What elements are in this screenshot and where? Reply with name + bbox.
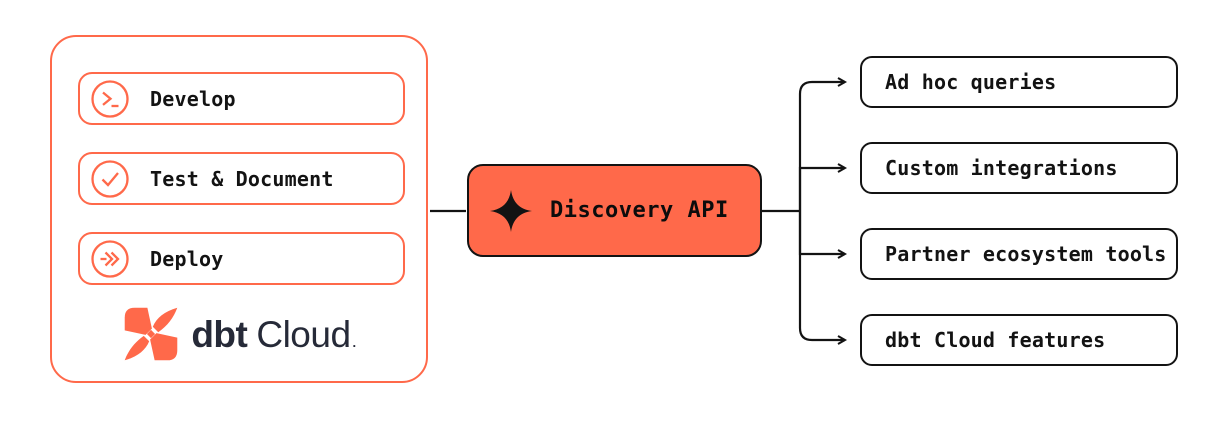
consumer-custom-integrations: Custom integrations bbox=[860, 142, 1178, 194]
dbt-cloud-group: Develop Test & Document Deploy bbox=[50, 35, 428, 383]
consumer-label: dbt Cloud features bbox=[885, 328, 1106, 352]
discovery-api-label: Discovery API bbox=[550, 198, 729, 223]
consumer-ad-hoc-queries: Ad hoc queries bbox=[860, 56, 1178, 108]
stage-test-document-label: Test & Document bbox=[150, 166, 334, 191]
dbt-cloud-wordmark: dbt Cloud . bbox=[191, 313, 357, 355]
consumer-label: Custom integrations bbox=[885, 156, 1118, 180]
terminal-icon bbox=[91, 79, 129, 118]
consumer-dbt-cloud-features: dbt Cloud features bbox=[860, 314, 1178, 366]
stage-deploy: Deploy bbox=[78, 232, 405, 285]
consumer-label: Partner ecosystem tools bbox=[885, 242, 1167, 266]
dbt-cloud-logo: dbt Cloud . bbox=[52, 303, 426, 365]
logo-brand-text: dbt bbox=[191, 313, 248, 355]
double-arrow-icon bbox=[91, 239, 129, 278]
discovery-api-node: Discovery API bbox=[467, 164, 762, 257]
connector-branch-2 bbox=[798, 163, 848, 211]
consumer-label: Ad hoc queries bbox=[885, 70, 1057, 94]
connector-branch-4 bbox=[798, 211, 848, 345]
logo-trademark-dot: . bbox=[352, 334, 357, 350]
connector-branch-1 bbox=[798, 77, 848, 211]
logo-product-text: Cloud bbox=[256, 313, 351, 355]
stage-develop-label: Develop bbox=[150, 86, 236, 111]
check-circle-icon bbox=[91, 159, 129, 198]
stage-deploy-label: Deploy bbox=[150, 246, 224, 271]
stage-test-document: Test & Document bbox=[78, 152, 405, 205]
dbt-logo-icon bbox=[122, 305, 180, 363]
consumer-partner-ecosystem-tools: Partner ecosystem tools bbox=[860, 228, 1178, 280]
sparkle-icon bbox=[489, 189, 533, 233]
connector-branch-3 bbox=[798, 211, 848, 259]
stage-develop: Develop bbox=[78, 72, 405, 125]
